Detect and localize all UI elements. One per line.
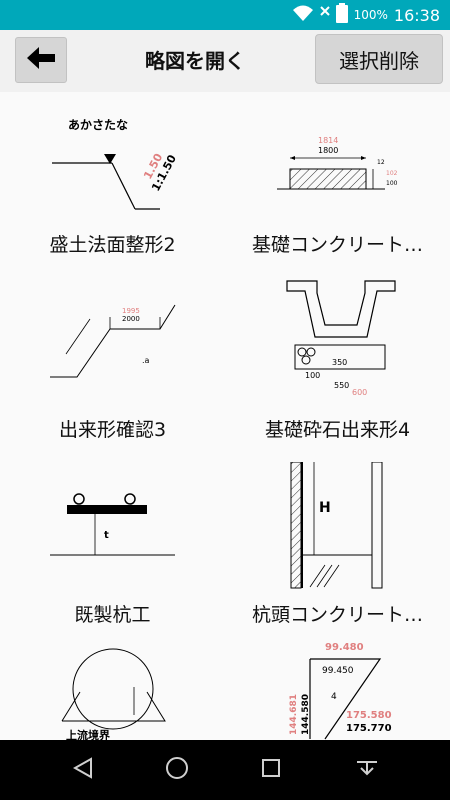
partial-text: 上流境界 bbox=[66, 728, 110, 740]
thickness-label: t bbox=[104, 530, 109, 541]
precast-pile-diagram: t bbox=[50, 493, 175, 556]
status-bar: 100% 16:38 bbox=[0, 0, 450, 30]
battery-percent: 100% bbox=[353, 8, 388, 22]
sketch-tile-crushed-stone[interactable]: 350 100 550 600 基礎砕石出来形4 bbox=[225, 277, 450, 457]
top-black-value: 99.450 bbox=[322, 666, 354, 676]
dimension-value-2: 100 bbox=[305, 371, 320, 380]
sketch-tile-culvert[interactable]: 上流境界 bbox=[0, 637, 225, 740]
recents-square-icon bbox=[261, 758, 281, 782]
sketch-grid: あかさたな 1.50 1:1.50 盛土法面整形2 1814 1800 12 bbox=[0, 92, 450, 740]
center-value: 4 bbox=[331, 692, 337, 702]
clock: 16:38 bbox=[393, 5, 440, 25]
sketch-label: 盛土法面整形2 bbox=[49, 234, 176, 256]
culvert-diagram: 上流境界 bbox=[61, 648, 166, 740]
shape-check-diagram: 1995 2000 .a bbox=[50, 304, 176, 378]
pile-head-concrete-diagram: H bbox=[290, 462, 383, 589]
width-red-value: 1995 bbox=[122, 307, 140, 315]
delete-selection-button[interactable]: 選択削除 bbox=[315, 34, 443, 84]
sketch-label: 基礎砕石出来形4 bbox=[264, 419, 411, 441]
left-red-value: 144.681 bbox=[289, 694, 299, 735]
back-button[interactable] bbox=[15, 37, 67, 83]
sketch-label: 出来形確認3 bbox=[58, 419, 167, 441]
side-black-value-2: 100 bbox=[386, 180, 398, 187]
page-title: 略図を開く bbox=[145, 49, 245, 73]
top-red-value: 99.480 bbox=[325, 642, 364, 653]
nav-home-button[interactable] bbox=[162, 755, 192, 785]
sketch-label: 基礎コンクリート… bbox=[251, 234, 423, 256]
foundation-concrete-diagram: 1814 1800 12 102 100 bbox=[277, 136, 398, 190]
sketch-tile-precast-pile[interactable]: t 既製杭工 bbox=[0, 462, 225, 642]
keyboard-hide-icon bbox=[354, 756, 380, 784]
arrow-left-icon bbox=[26, 46, 56, 74]
app-bar: 略図を開く 選択削除 bbox=[0, 30, 450, 92]
dimension-value-3: 550 bbox=[334, 381, 349, 390]
right-black-value: 175.770 bbox=[346, 723, 392, 734]
home-circle-icon bbox=[165, 756, 189, 784]
top-red-value: 1814 bbox=[318, 136, 338, 145]
dimension-red-value: 600 bbox=[352, 388, 367, 397]
diagram-header-text: あかさたな bbox=[68, 118, 128, 132]
side-red-value: 102 bbox=[386, 170, 398, 177]
sketch-tile-pile-head-concrete[interactable]: H 杭頭コンクリート… bbox=[225, 462, 450, 642]
width-black-value: 2000 bbox=[122, 315, 140, 323]
sketch-tile-foundation-concrete[interactable]: 1814 1800 12 102 100 基礎コンクリート… bbox=[225, 92, 450, 272]
sketch-tile-embankment[interactable]: あかさたな 1.50 1:1.50 盛土法面整形2 bbox=[0, 92, 225, 272]
system-nav-bar bbox=[0, 740, 450, 800]
wifi-icon bbox=[292, 4, 314, 26]
height-label: H bbox=[319, 500, 331, 516]
dimension-value-1: 350 bbox=[332, 358, 347, 367]
crushed-stone-diagram: 350 100 550 600 bbox=[286, 280, 396, 397]
nav-back-button[interactable] bbox=[68, 755, 98, 785]
sketch-label: 杭頭コンクリート… bbox=[251, 604, 423, 626]
left-black-value: 144.580 bbox=[301, 694, 311, 735]
top-black-value: 1800 bbox=[318, 146, 338, 155]
triangle-section-diagram: 99.480 99.450 4 144.681 144.580 175.580 … bbox=[289, 642, 392, 740]
side-black-value-1: 12 bbox=[377, 159, 385, 166]
no-signal-icon bbox=[319, 6, 330, 24]
sketch-label: 既製杭工 bbox=[74, 604, 151, 626]
battery-icon bbox=[335, 3, 348, 27]
sketch-tile-triangle-section[interactable]: 99.480 99.450 4 144.681 144.580 175.580 … bbox=[225, 637, 450, 740]
embankment-diagram: あかさたな 1.50 1:1.50 bbox=[52, 118, 179, 210]
nav-recents-button[interactable] bbox=[256, 755, 286, 785]
sketch-tile-shape-check[interactable]: 1995 2000 .a 出来形確認3 bbox=[0, 277, 225, 457]
nav-keyboard-hide-button[interactable] bbox=[352, 755, 382, 785]
small-text: .a bbox=[142, 356, 150, 365]
right-red-value: 175.580 bbox=[346, 710, 392, 721]
back-triangle-icon bbox=[72, 757, 93, 783]
status-icons: 100% 16:38 bbox=[292, 0, 440, 30]
